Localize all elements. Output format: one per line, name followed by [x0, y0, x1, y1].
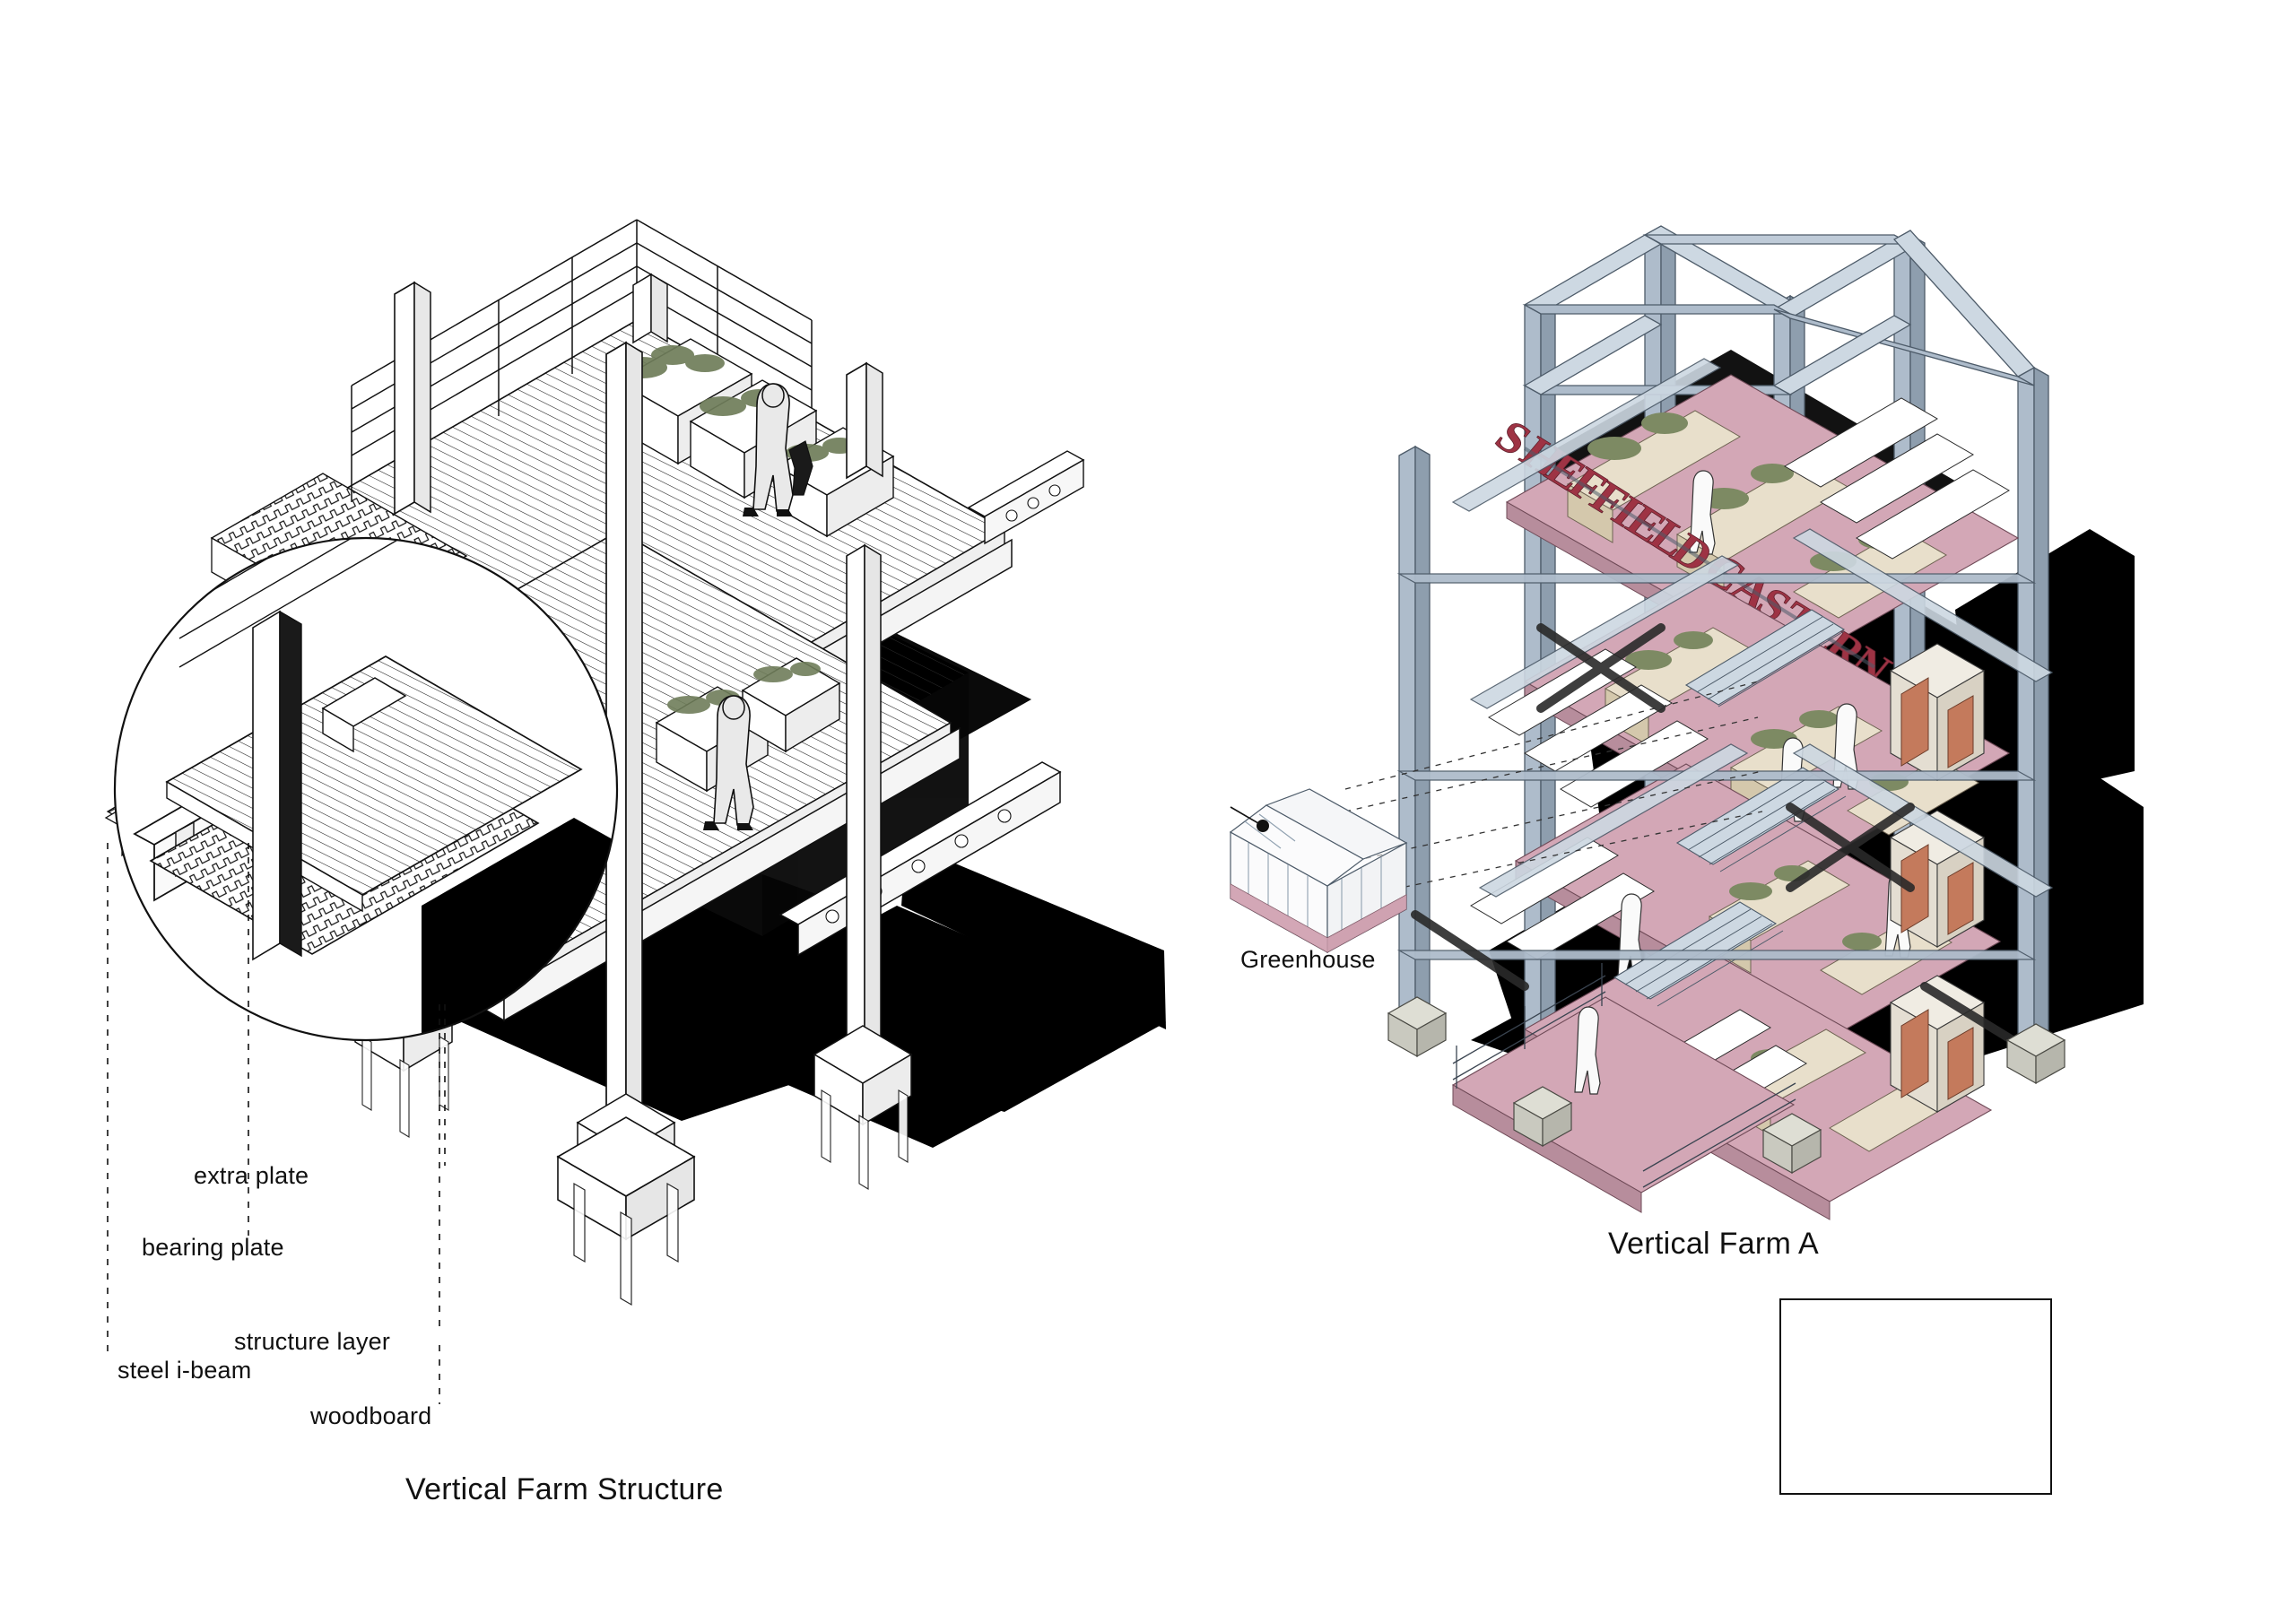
right-vertical-farm-drawing: S H E F F I E L D C A S T E R N [1229, 225, 2144, 1220]
label-woodboard: woodboard [310, 1402, 432, 1429]
caption-vertical-farm-a: Vertical Farm A [1608, 1227, 1820, 1261]
frame-beams [1396, 358, 2054, 960]
column-footings [1387, 996, 2066, 1175]
roof-pergola-frame [1522, 225, 2036, 395]
scale-figure-ground [1574, 1006, 1601, 1095]
ground-railing [1452, 963, 1796, 1188]
caption-vertical-farm-structure: Vertical Farm Structure [405, 1472, 724, 1506]
label-greenhouse: Greenhouse [1240, 946, 1376, 973]
footing-right [813, 1025, 913, 1190]
upper-columns [394, 273, 883, 516]
greenhouse-callout [1229, 681, 1763, 954]
label-extra-plate: extra plate [194, 1162, 309, 1189]
scale-figure-l5 [1689, 470, 1716, 555]
farm-ground-walkway [1451, 963, 1796, 1213]
lift-core-lower [1889, 975, 1986, 1113]
planter-row-l5 [1567, 410, 1947, 619]
label-steel-i-beam: steel i-beam [117, 1357, 252, 1384]
footing-central [556, 1093, 696, 1306]
foundations [353, 973, 913, 1306]
label-structure-layer: structure layer [234, 1328, 391, 1355]
detail-circle-callout [113, 536, 619, 1042]
lift-core-upper [1889, 643, 1986, 781]
site-keymap [1779, 1298, 2052, 1495]
label-bearing-plate: bearing plate [142, 1234, 284, 1261]
left-structure-drawing [104, 219, 1166, 1404]
annotation-leaders [107, 843, 446, 1404]
scale-figure-upper [743, 383, 813, 516]
scale-figure-mid [703, 695, 754, 830]
lift-cores [1889, 643, 1986, 1113]
main-columns [168, 341, 882, 1170]
